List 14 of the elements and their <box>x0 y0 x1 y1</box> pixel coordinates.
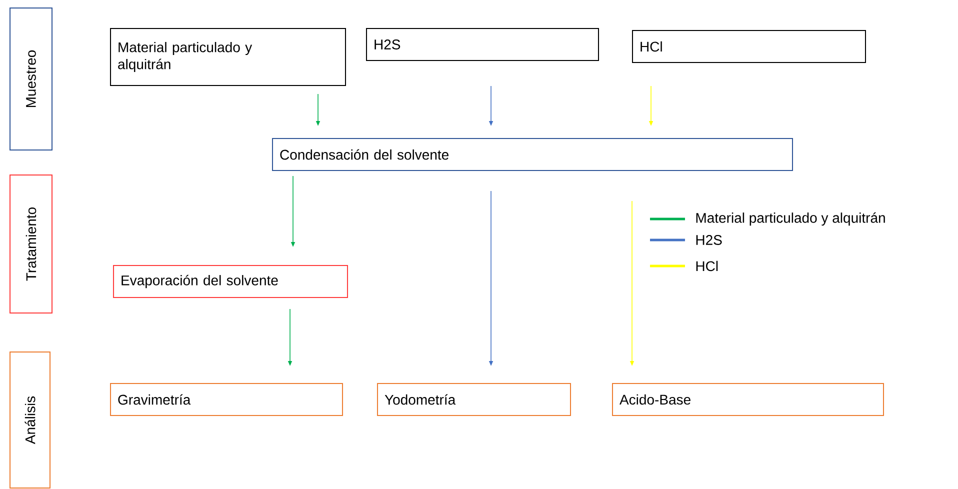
process-box: Acido-Base <box>612 383 884 416</box>
legend-label: Material particulado y alquitrán <box>696 212 885 226</box>
side-band: Análisis <box>10 352 50 488</box>
process-box: HCl <box>632 30 866 63</box>
process-box: Gravimetría <box>110 383 343 416</box>
side-band: Muestreo <box>10 8 52 150</box>
process-box: Material particulado y alquitrán <box>110 28 346 86</box>
legend-label: HCl <box>696 260 718 272</box>
process-box: Evaporación del solvente <box>113 265 348 298</box>
process-box: Condensación del solvente <box>272 138 793 171</box>
legend-label: H2S <box>696 235 722 245</box>
process-box: H2S <box>366 28 599 61</box>
side-band: Tratamiento <box>10 174 52 314</box>
process-box: Yodometría <box>377 383 571 416</box>
